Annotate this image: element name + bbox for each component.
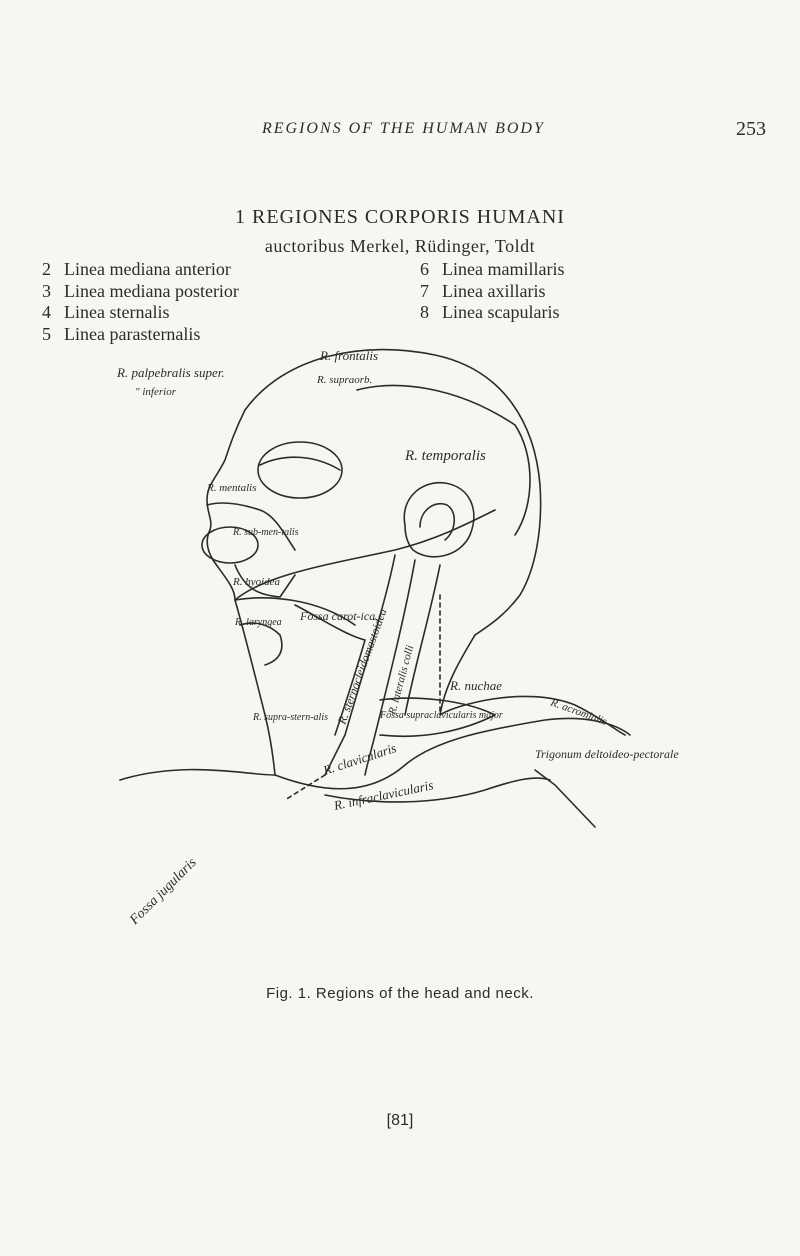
legend-item-number: 7 <box>420 280 429 301</box>
trigonum-lines <box>534 769 596 828</box>
infraclavicular-outline <box>324 777 551 803</box>
label-laryngea: R. laryngea <box>234 617 282 628</box>
label-frontalis: R. frontalis <box>319 348 378 363</box>
label-supraorbitalis: R. supraorb. <box>316 374 372 386</box>
legend-item: 8 Linea scapularis <box>420 302 564 324</box>
neck-front <box>234 599 276 776</box>
head-outline <box>244 348 542 636</box>
legend-item-number: 3 <box>42 280 51 301</box>
mouth-region <box>206 502 296 551</box>
temporal-outline <box>356 384 531 536</box>
legend-right-column: 6 Linea mamillaris 7 Linea axillaris 8 Line… <box>420 259 564 324</box>
head-neck-diagram: R. palpebralis super. " inferior R. fron… <box>116 348 679 929</box>
legend-item: 5 Linea parasternalis <box>42 324 239 346</box>
legend-item: 2 Linea mediana anterior <box>42 259 239 281</box>
label-palpebralis-inferior: " inferior <box>135 386 177 398</box>
clavicle-line <box>274 717 631 790</box>
label-trigonum: Trigonum deltoideo-pectorale <box>535 747 679 761</box>
legend-item: 6 Linea mamillaris <box>420 259 564 281</box>
legend-item-text: Linea mediana posterior <box>64 280 239 301</box>
legend-item-number: 4 <box>42 302 51 322</box>
plate-number: [81] <box>386 1112 414 1129</box>
label-acromialis: R. acromialis <box>548 696 608 728</box>
orbit-outline <box>257 441 343 499</box>
legend-title: 1 REGIONES CORPORIS HUMANI <box>235 206 565 228</box>
neck-back <box>439 634 626 736</box>
head-neck-figure: R. palpebralis super. " inferior R. fron… <box>95 335 705 950</box>
sternocleido-band-a <box>324 554 396 776</box>
label-lateralis-colli: R. lateralis colli <box>386 644 416 717</box>
legend-item-text: Linea parasternalis <box>64 323 201 344</box>
hyoid-outline <box>234 597 356 626</box>
label-palpebralis-superior: R. palpebralis super. <box>116 365 225 380</box>
label-fossa-supraclavicularis: Fossa supraclavicularis major <box>379 710 503 721</box>
label-temporalis: R. temporalis <box>404 448 486 464</box>
label-clavicularis: R. clavicularis <box>320 740 398 778</box>
ear-outline <box>403 482 475 558</box>
label-nuchae: R. nuchae <box>449 678 502 693</box>
carotid-fossa-outline <box>294 604 366 736</box>
running-head: REGIONS OF THE HUMAN BODY 253 <box>0 118 800 144</box>
eyelid-line <box>259 456 341 471</box>
label-fossa-carotica: Fossa carot-ica <box>299 609 375 623</box>
page-number: 253 <box>736 118 766 140</box>
figure-caption: Fig. 1. Regions of the head and neck. <box>266 985 534 1002</box>
legend-item-number: 8 <box>420 302 429 322</box>
legend-subtitle: auctoribus Merkel, Rüdinger, Toldt <box>264 236 536 256</box>
legend-item: 4 Linea sternalis <box>42 302 239 324</box>
legend-item-number: 6 <box>420 259 429 279</box>
label-suprasternalis: R. supra-stern-alis <box>252 712 328 723</box>
face-profile <box>206 409 246 601</box>
mental-outline <box>201 526 259 564</box>
scapular-guide <box>284 774 326 801</box>
ear-inner <box>419 503 456 541</box>
label-infraclavicularis: R. infraclavicularis <box>332 777 435 813</box>
label-fossa-jugularis: Fossa jugularis <box>127 855 201 929</box>
sternocleido-band-b <box>364 559 416 776</box>
legend-item-text: Linea axillaris <box>442 280 546 301</box>
legend-item-text: Linea mediana anterior <box>64 259 231 279</box>
legend-item: 7 Linea axillaris <box>420 281 564 303</box>
legend-item-number: 2 <box>42 259 51 279</box>
jaw-line <box>234 509 496 601</box>
legend-left-column: 2 Linea mediana anterior 3 Linea mediana p… <box>42 259 239 345</box>
label-hyoidea: R. hyoidea <box>232 576 281 588</box>
legend-item-text: Linea scapularis <box>442 302 560 322</box>
label-submentalis: R. sub-men-talis <box>232 527 299 538</box>
submental-outline <box>234 564 296 598</box>
label-mentalis: R. mentalis <box>206 482 257 494</box>
supraclavicular-fossa <box>379 697 496 738</box>
legend-item: 3 Linea mediana posterior <box>42 281 239 303</box>
shoulder-left <box>119 768 276 781</box>
legend-item-number: 5 <box>42 323 51 344</box>
larynx-outline <box>239 622 283 666</box>
running-title: REGIONS OF THE HUMAN BODY <box>262 120 545 137</box>
legend-item-text: Linea mamillaris <box>442 259 565 279</box>
legend-item-text: Linea sternalis <box>64 302 170 322</box>
